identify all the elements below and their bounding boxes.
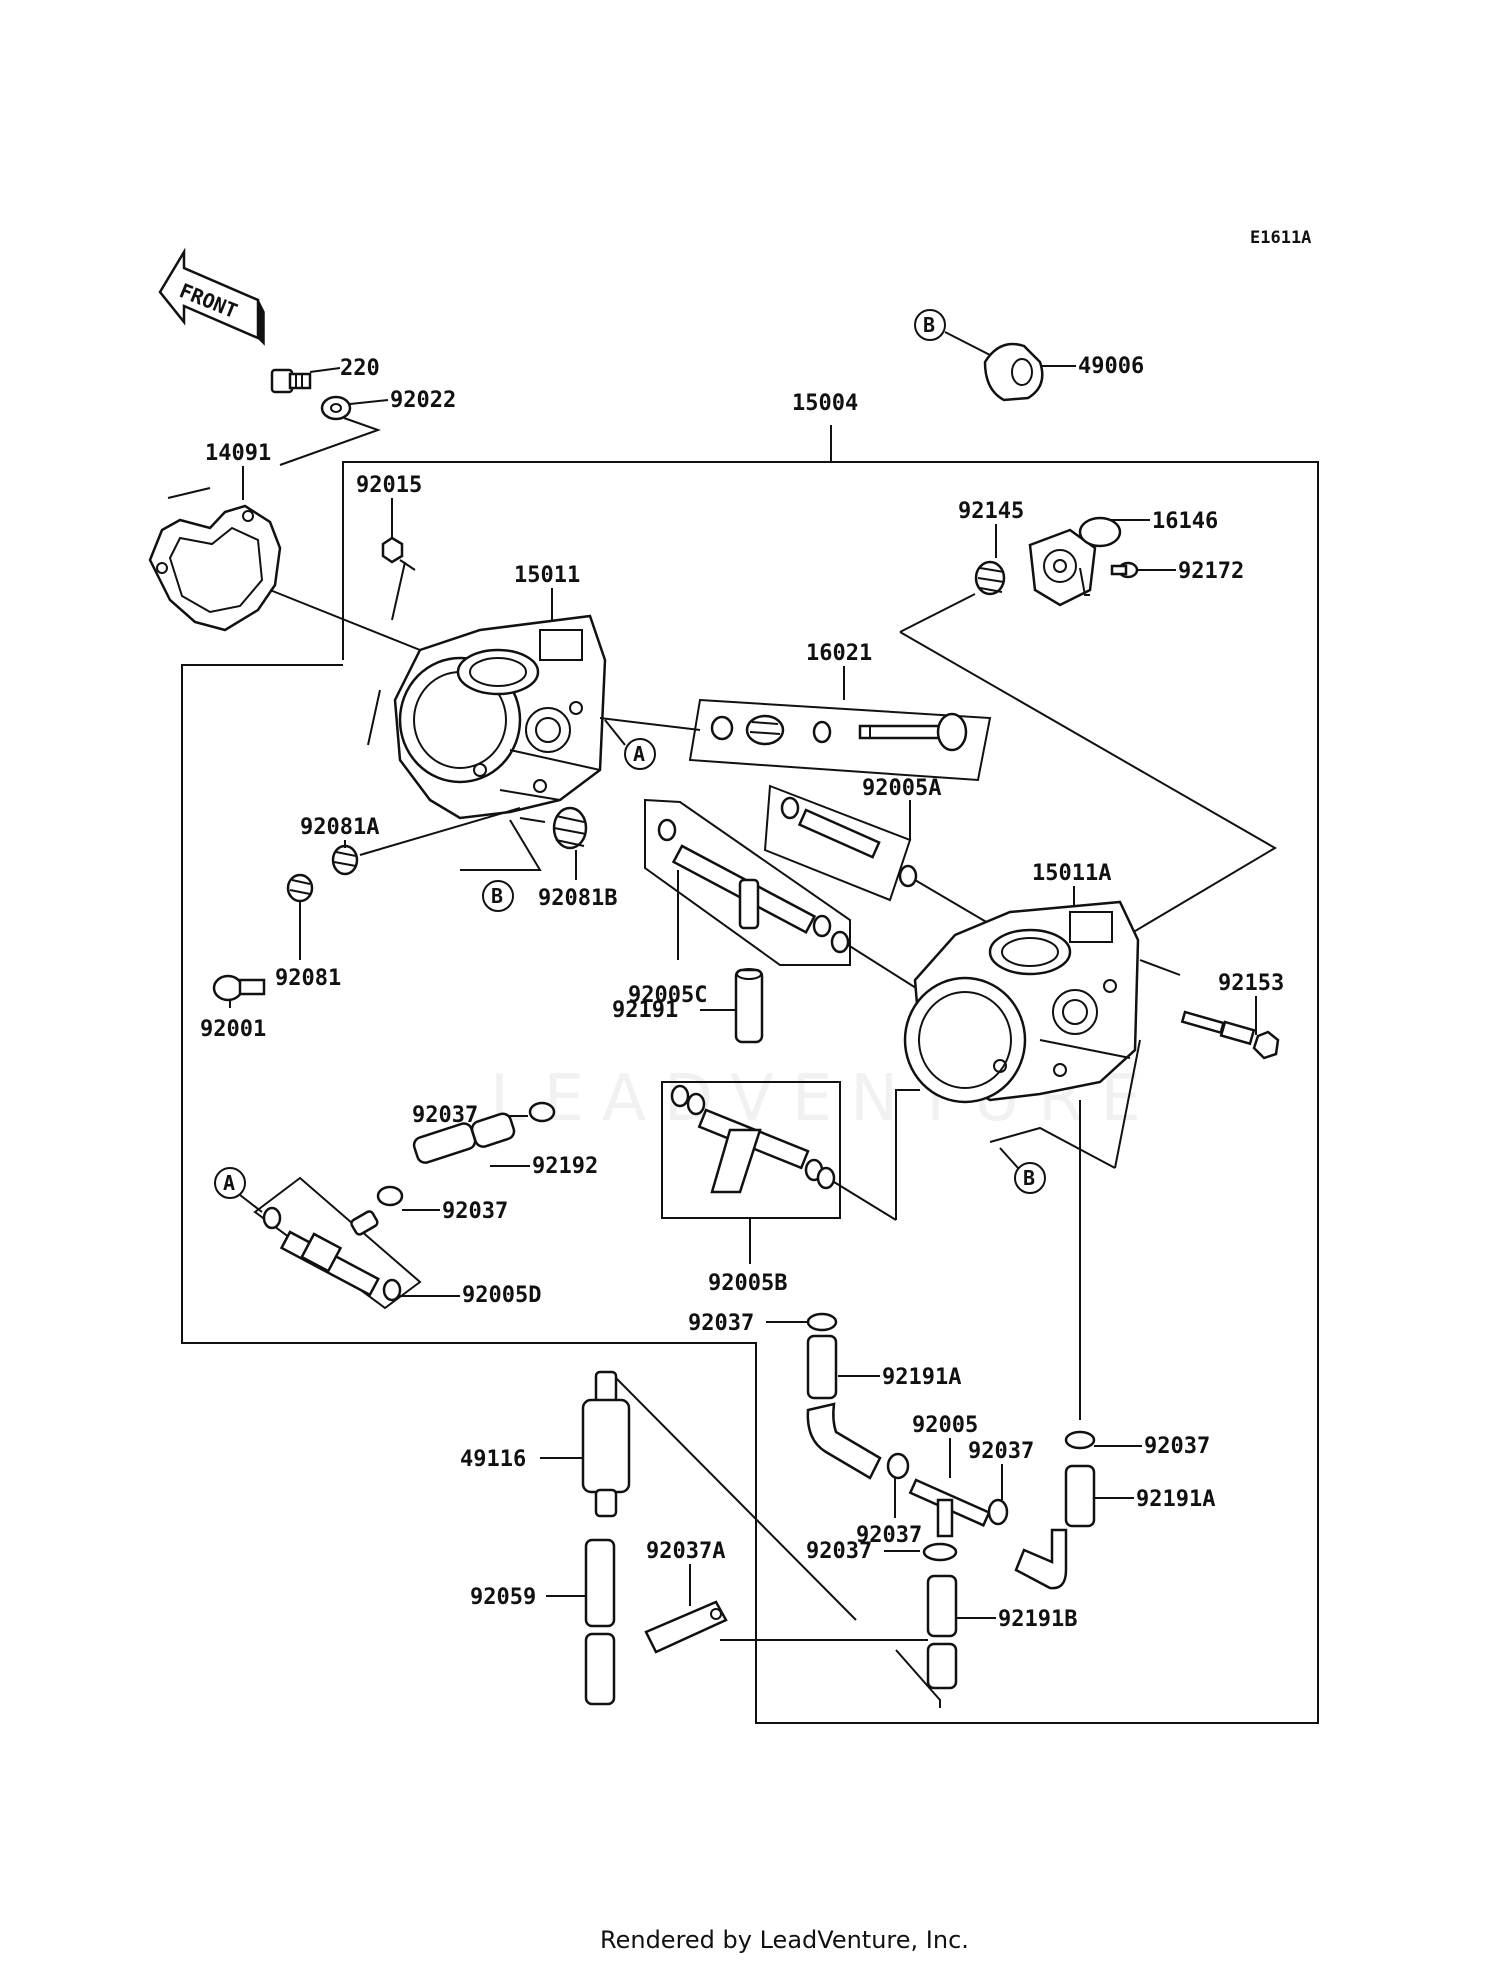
strap-92037A: [644, 1600, 728, 1654]
hose-92059: [584, 1538, 616, 1706]
hose-92191: [734, 968, 764, 1044]
label-14091: 14091: [205, 441, 271, 466]
label-15011: 15011: [514, 563, 580, 588]
label-92037-g: 92037: [806, 1539, 872, 1564]
hose-92191A-a: [806, 1334, 882, 1480]
carburetor-15011: [393, 614, 607, 820]
bracket-16021: [688, 698, 992, 782]
label-92059: 92059: [470, 1585, 536, 1610]
label-92037-b: 92037: [442, 1199, 508, 1224]
label-92005: 92005: [912, 1413, 978, 1438]
label-15011A: 15011A: [1032, 861, 1111, 886]
label-92022: 92022: [390, 388, 456, 413]
svg-text:A: A: [223, 1171, 235, 1195]
pipe-92005C: [657, 818, 850, 954]
hose-92191B: [926, 1574, 958, 1690]
assembly-bracket: [181, 461, 1319, 1724]
label-92005A: 92005A: [862, 776, 941, 801]
fuel-filter-49116: [581, 1370, 631, 1518]
bolt-220: [270, 368, 312, 394]
label-16146: 16146: [1152, 509, 1218, 534]
label-92037-e: 92037: [968, 1439, 1034, 1464]
cover-16146: [1028, 516, 1122, 607]
callout-b-49006: B: [914, 309, 946, 341]
diagram-code: E1611A: [1250, 228, 1311, 248]
bolt-92153: [1180, 1010, 1280, 1060]
label-92037-c: 92037: [688, 1311, 754, 1336]
label-92191: 92191: [612, 998, 678, 1023]
callout-a-15011: A: [624, 738, 656, 770]
callout-b-15011A: B: [1014, 1162, 1046, 1194]
cap-49006: [983, 342, 1044, 402]
screw-92172: [1110, 561, 1139, 579]
label-92191B: 92191B: [998, 1607, 1077, 1632]
front-arrow-icon: FRONT: [158, 247, 265, 346]
label-49116: 49116: [460, 1447, 526, 1472]
tee-92005: [908, 1478, 991, 1538]
nut-92022: [320, 395, 352, 421]
label-92005B: 92005B: [708, 1271, 787, 1296]
pipe-92005A: [780, 796, 918, 888]
screw-92001: [212, 974, 266, 1002]
footer-text: Rendered by LeadVenture, Inc.: [600, 1926, 969, 1954]
clip-92037-e: [987, 1498, 1009, 1526]
label-92037-f: 92037: [1144, 1434, 1210, 1459]
clip-92037-d: [886, 1452, 910, 1480]
label-220: 220: [340, 356, 380, 381]
callout-a-92005D: A: [214, 1167, 246, 1199]
cover-14091: [148, 504, 282, 632]
label-92081B: 92081B: [538, 886, 617, 911]
clip-92037-f: [1064, 1430, 1096, 1450]
bracket-92005C: [644, 798, 851, 966]
label-92005D: 92005D: [462, 1283, 541, 1308]
label-92081: 92081: [275, 966, 341, 991]
label-15004: 15004: [792, 391, 858, 416]
spring-92081A: [331, 844, 359, 876]
label-92145: 92145: [958, 499, 1024, 524]
spring-92145: [974, 560, 1006, 596]
callout-b-15011: B: [482, 880, 514, 912]
clip-92037-c: [806, 1312, 838, 1332]
label-92037-d: 92037: [856, 1523, 922, 1548]
svg-text:B: B: [1023, 1166, 1035, 1190]
svg-text:B: B: [923, 313, 935, 337]
label-92191A-a: 92191A: [882, 1365, 961, 1390]
carburetor-15011A: [903, 900, 1140, 1104]
svg-text:A: A: [633, 742, 645, 766]
label-92037A: 92037A: [646, 1539, 725, 1564]
hose-92192: [412, 1112, 516, 1164]
label-92192: 92192: [532, 1154, 598, 1179]
label-92153: 92153: [1218, 971, 1284, 996]
pipe-92005D: [262, 1206, 402, 1302]
label-92191A-b: 92191A: [1136, 1487, 1215, 1512]
label-92081A: 92081A: [300, 815, 379, 840]
pipe-92005B: [670, 1084, 836, 1194]
spring-92081B: [552, 806, 588, 850]
adjuster-16021: [710, 712, 968, 752]
svg-text:B: B: [491, 884, 503, 908]
nut-92015: [381, 536, 404, 564]
clip-92037-b: [376, 1185, 404, 1207]
label-92015: 92015: [356, 473, 422, 498]
bracket-92005A: [763, 784, 912, 902]
label-92005C: 92005C: [628, 983, 707, 1008]
clip-92037-g: [922, 1542, 958, 1562]
hose-92191A-b: [1014, 1464, 1096, 1590]
label-92001: 92001: [200, 1017, 266, 1042]
clip-92037-a: [528, 1101, 556, 1123]
spring-92081: [286, 873, 314, 903]
label-92172: 92172: [1178, 559, 1244, 584]
label-49006: 49006: [1078, 354, 1144, 379]
label-16021: 16021: [806, 641, 872, 666]
